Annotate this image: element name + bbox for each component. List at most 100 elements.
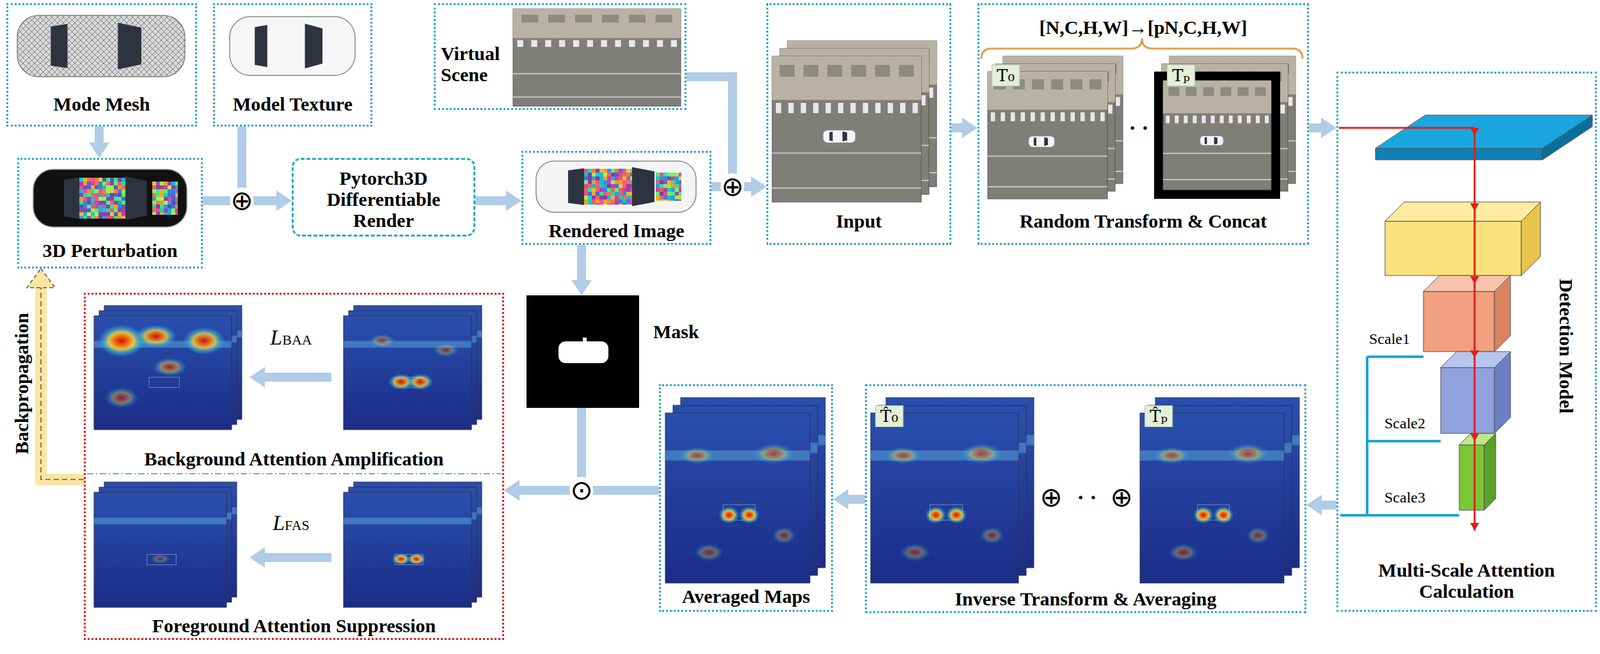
- noise-cell: [87, 185, 91, 190]
- scale-tap: [1367, 440, 1441, 443]
- noise-cell: [618, 180, 623, 185]
- data-flow: [1338, 127, 1475, 130]
- crosswalk-stripe: [1040, 112, 1046, 122]
- road: [772, 56, 922, 203]
- noise-cell: [671, 195, 675, 200]
- noise-cell: [587, 180, 592, 185]
- connector-line: [519, 408, 582, 491]
- noise-cell: [614, 180, 619, 185]
- noise-cell: [87, 197, 91, 201]
- noise-cell: [584, 188, 588, 192]
- heat-blob: [407, 553, 426, 565]
- noise-cell: [603, 180, 608, 185]
- noise-cell: [102, 181, 107, 186]
- noise-cell: [102, 193, 107, 198]
- building-window: [1031, 79, 1045, 90]
- noise-cell: [98, 208, 103, 213]
- noise-cell: [102, 204, 107, 209]
- noise-cell: [674, 180, 679, 185]
- car-body: [33, 169, 187, 228]
- noise-cell: [599, 168, 604, 173]
- noise-cell: [167, 212, 172, 215]
- connector: [571, 245, 592, 296]
- scale-tap: [1365, 356, 1369, 516]
- building-window: [1089, 79, 1102, 90]
- connector-line: [1308, 123, 1322, 133]
- noise-cell: [663, 191, 668, 196]
- node-label: Mask: [653, 321, 724, 343]
- lane-line: [987, 155, 1108, 157]
- road-scene: [987, 71, 1108, 199]
- lane-line: [1163, 179, 1272, 181]
- noise-cell: [659, 176, 664, 181]
- noise-cell: [587, 176, 592, 181]
- noise-cell: [110, 200, 114, 205]
- car-body: [17, 15, 185, 77]
- scale-tap: [1367, 355, 1424, 359]
- noise-cell: [626, 168, 631, 173]
- noise-cell: [603, 199, 608, 204]
- lane-line: [772, 152, 922, 154]
- noise-cell: [618, 176, 623, 181]
- heat-ground: [870, 413, 1019, 584]
- noise-cell: [584, 180, 588, 185]
- heat-blob: [104, 387, 139, 409]
- crosswalk-stripe: [900, 102, 906, 114]
- noise-cell: [106, 212, 111, 217]
- noise-cell: [175, 204, 178, 209]
- arrowhead: [571, 280, 592, 296]
- noise-cell: [102, 189, 107, 194]
- car-windshield: [125, 176, 148, 221]
- crosswalk-stripe: [559, 40, 565, 48]
- noise-cell: [618, 191, 623, 196]
- noise-cell: [110, 204, 114, 209]
- noise-cell: [607, 191, 611, 196]
- crosswalk-stripe: [1100, 112, 1105, 122]
- noise-cell: [587, 172, 592, 177]
- noise-cell: [607, 180, 611, 185]
- noise-cell: [626, 188, 631, 192]
- heat-blob: [183, 327, 226, 356]
- car-windshield: [1044, 137, 1048, 147]
- noise-cell: [622, 203, 627, 205]
- node-label: Input: [768, 210, 950, 232]
- heat-ground: [343, 316, 472, 430]
- noise-cell: [599, 188, 604, 192]
- slab-top: [1375, 115, 1593, 149]
- heat-ground: [94, 492, 227, 608]
- noise-cell: [167, 189, 172, 194]
- noise-cell: [163, 200, 168, 205]
- noise-cell: [83, 216, 88, 219]
- noise-cell: [674, 184, 679, 189]
- noise-cell: [678, 176, 682, 181]
- noise-cell: [113, 208, 118, 213]
- crosswalk-stripe: [1030, 112, 1036, 122]
- node-label: Random Transform & Concat: [979, 210, 1307, 232]
- noise-cell: [607, 203, 611, 205]
- noise-cell: [83, 212, 88, 217]
- car-rear-window: [63, 177, 80, 220]
- connector: [26, 268, 84, 480]
- transform-tag: Tₚ: [1166, 64, 1196, 87]
- noise-cell: [614, 172, 619, 177]
- road: [1163, 80, 1272, 191]
- noise-cell: [618, 188, 623, 192]
- crosswalk-stripe: [875, 102, 881, 114]
- noise-cell: [175, 197, 178, 201]
- noise-cell: [110, 197, 114, 201]
- noise-cell: [584, 199, 588, 204]
- noise-cell: [87, 200, 91, 205]
- noise-cell: [98, 216, 103, 219]
- crosswalk-stripe: [825, 102, 831, 114]
- heat-ground: [94, 316, 232, 430]
- heat-blob: [694, 544, 723, 562]
- mask-car: [558, 341, 609, 364]
- crosswalk-stripe: [1237, 115, 1242, 124]
- noise-cell: [626, 184, 631, 189]
- noise-cell: [667, 172, 672, 177]
- noise-cell: [659, 199, 664, 201]
- block-front: [1423, 291, 1495, 352]
- noise-cell: [152, 204, 157, 209]
- crosswalk-stripe: [1000, 112, 1006, 122]
- noise-cell: [587, 184, 592, 189]
